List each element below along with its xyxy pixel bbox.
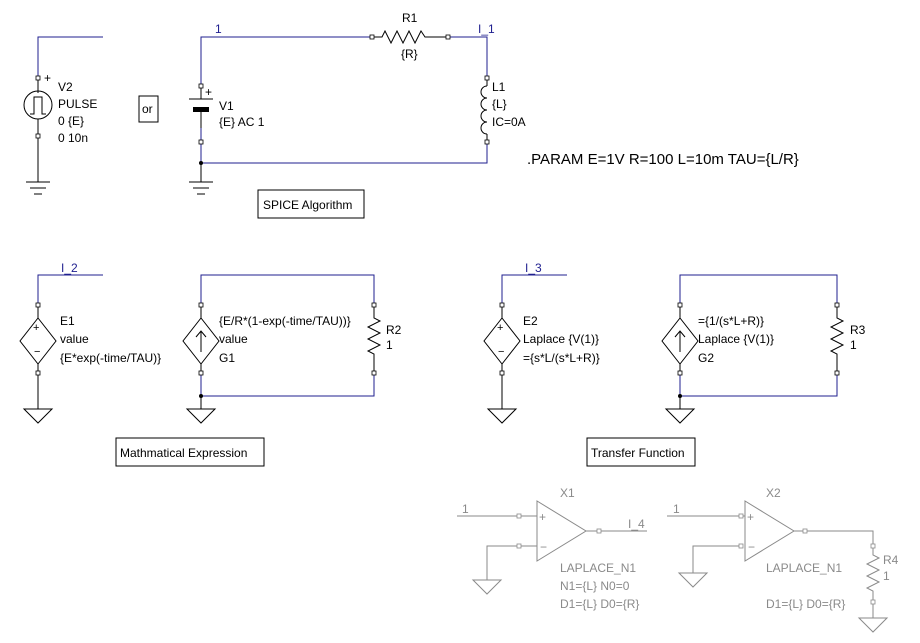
svg-text:−: − [498, 346, 504, 358]
rl-circuit[interactable]: 1 I_1 [199, 22, 495, 165]
r3-value: 1 [850, 338, 857, 352]
e2-type: Laplace {V(1)} [523, 332, 599, 346]
r1-name: R1 [402, 11, 418, 25]
e2-laplace-source[interactable]: I_3 + − E2 Laplace {V(1)} ={s*L/(s*L+R)} [483, 261, 600, 424]
v1-dc-source[interactable]: + V1 {E} AC 1 [189, 83, 265, 195]
x1-laplace-subcircuit[interactable]: 1 + − I_4 X1 LAPLACE_N1 N1={L} N0=0 D1={… [457, 486, 647, 611]
math-expression-label: Mathmatical Expression [120, 446, 247, 460]
net-1-label: 1 [215, 22, 222, 36]
net-i1-label: I_1 [478, 22, 495, 36]
v2-type: PULSE [58, 97, 97, 111]
x2-input-net: 1 [673, 502, 680, 516]
e1-expression: {E*exp(-time/TAU)} [60, 351, 161, 365]
x1-minus-sign: − [540, 540, 547, 554]
e1-voltage-source[interactable]: I_2 + − E1 value {E*exp(-time/TAU)} [19, 261, 161, 424]
or-label-box: or [138, 95, 159, 123]
x2-name: X2 [766, 486, 781, 500]
g1-current-source[interactable]: {E/R*(1-exp(-time/TAU))} value G1 [182, 274, 375, 424]
l1-value: {L} [492, 97, 507, 111]
r1-resistor[interactable]: R1 {R} [369, 11, 451, 61]
transfer-function-label: Transfer Function [591, 446, 685, 460]
g2-expression: ={1/(s*L+R)} [698, 314, 764, 328]
x1-output-net: I_4 [628, 517, 645, 531]
r4-value: 1 [883, 569, 890, 583]
r4-name: R4 [883, 553, 899, 567]
g1-type: value [219, 332, 248, 346]
g2-name: G2 [698, 351, 714, 365]
e2-expression: ={s*L/(s*L+R)} [523, 351, 600, 365]
svg-text:+: + [497, 322, 503, 334]
x1-input-net: 1 [462, 502, 469, 516]
e1-type: value [60, 332, 89, 346]
r4-resistor[interactable]: R4 1 [857, 543, 899, 633]
ground-symbol [185, 408, 217, 424]
x1-numerator: N1={L} N0=0 [560, 579, 630, 593]
x1-denominator: D1={L} D0={R} [560, 597, 639, 611]
g2-laplace-current-source[interactable]: ={1/(s*L+R)} Laplace {V(1)} G2 [661, 274, 838, 424]
v1-name: V1 [219, 99, 234, 113]
ground-symbol [486, 408, 518, 424]
x1-plus-sign: + [539, 510, 546, 524]
r2-value: 1 [386, 338, 393, 352]
r1-value: {R} [401, 47, 418, 61]
v1-value: {E} AC 1 [219, 115, 265, 129]
svg-text:−: − [34, 346, 40, 358]
spice-algorithm-label: SPICE Algorithm [263, 198, 352, 212]
v1-plus-sign: + [205, 85, 212, 99]
r2-resistor[interactable]: R2 1 [366, 302, 402, 376]
transfer-function-label-box: Transfer Function [586, 437, 696, 467]
ground-symbol [26, 178, 50, 195]
l1-name: L1 [492, 80, 506, 94]
x2-laplace-subcircuit[interactable]: 1 + − X2 LAPLACE_N1 D1={L} D0={R} [667, 486, 874, 611]
v2-pulse-source[interactable]: + V2 PULSE 0 {E} 0 10n [23, 36, 103, 195]
e1-name: E1 [60, 314, 75, 328]
g1-name: G1 [219, 351, 235, 365]
net-i3-label: I_3 [525, 261, 542, 275]
r2-name: R2 [386, 323, 402, 337]
v2-name: V2 [58, 80, 73, 94]
l1-initial-condition: IC=0A [492, 115, 526, 129]
ground-symbol [189, 178, 213, 195]
x1-model: LAPLACE_N1 [560, 561, 636, 575]
x1-name: X1 [560, 486, 575, 500]
v2-param-2: 0 10n [58, 131, 88, 145]
ground-symbol [664, 408, 696, 424]
v2-plus-sign: + [44, 71, 51, 85]
x2-plus-sign: + [747, 510, 754, 524]
param-statement: .PARAM E=1V R=100 L=10m TAU={L/R} [527, 151, 799, 168]
spice-algorithm-label-box: SPICE Algorithm [257, 189, 365, 219]
or-label: or [142, 102, 153, 116]
svg-text:+: + [33, 322, 39, 334]
e2-name: E2 [523, 314, 538, 328]
x2-denominator: D1={L} D0={R} [766, 597, 845, 611]
x2-minus-sign: − [748, 540, 755, 554]
math-expression-label-box: Mathmatical Expression [115, 437, 265, 467]
net-i2-label: I_2 [61, 261, 78, 275]
x2-model: LAPLACE_N1 [766, 561, 842, 575]
l1-inductor[interactable]: L1 {L} IC=0A [480, 75, 526, 145]
g1-expression: {E/R*(1-exp(-time/TAU))} [219, 314, 351, 328]
r3-name: R3 [850, 323, 866, 337]
v2-param-1: 0 {E} [58, 114, 84, 128]
g2-type: Laplace {V(1)} [698, 332, 774, 346]
ground-symbol [22, 408, 54, 424]
r3-resistor[interactable]: R3 1 [829, 302, 866, 376]
